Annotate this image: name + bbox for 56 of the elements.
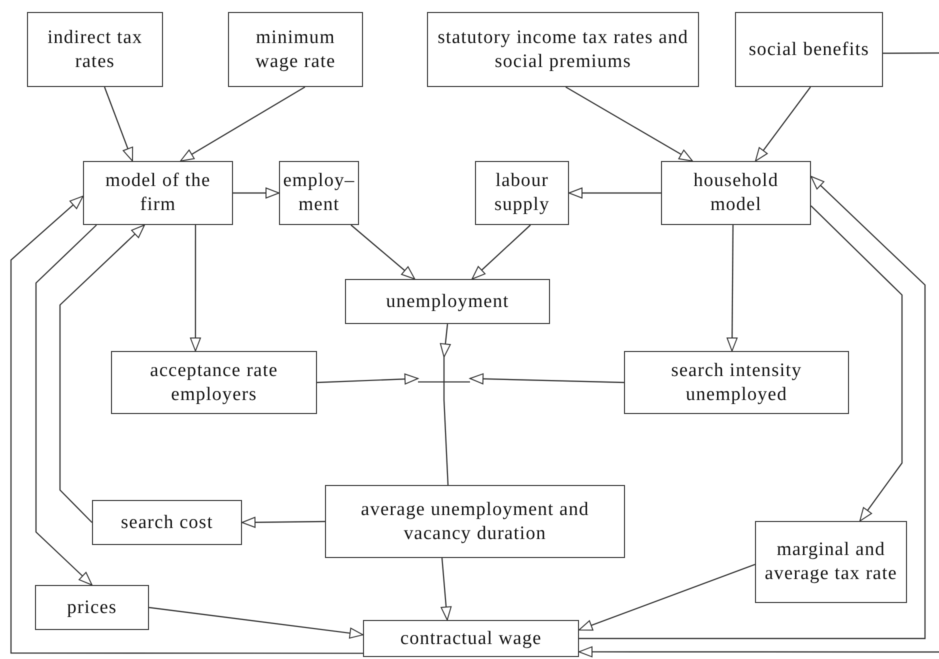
- node-label: average unemployment and vacancy duration: [360, 498, 590, 546]
- process-box: [35, 585, 149, 630]
- process-box: [83, 161, 233, 225]
- process-box: [345, 279, 550, 324]
- arrow: [754, 86, 811, 162]
- arrow: [240, 516, 325, 528]
- line-junction: [418, 357, 470, 400]
- arrow: [104, 86, 134, 162]
- node-label: household model: [692, 169, 780, 217]
- node-label: social benefits: [748, 38, 870, 62]
- arrow: [578, 564, 756, 631]
- node-label: search cost: [120, 510, 214, 534]
- process-box: [111, 351, 317, 414]
- process-box: [27, 12, 163, 87]
- process-box: [661, 161, 811, 225]
- node-label: marginal and average tax rate: [764, 538, 898, 586]
- node-label: prices: [67, 596, 117, 620]
- process-box: [735, 12, 883, 87]
- arrow: [810, 205, 903, 522]
- arrow: [35, 224, 97, 586]
- process-box: [228, 12, 363, 87]
- node-label: labour supply: [493, 169, 551, 217]
- arrow: [468, 373, 624, 385]
- node-label: search intensity unemployed: [670, 358, 803, 406]
- arrow: [59, 224, 146, 523]
- node-label: statutory income tax rates and social premiums: [436, 26, 690, 74]
- arrow: [233, 187, 280, 199]
- arrow: [565, 86, 694, 162]
- arrow: [316, 373, 420, 385]
- arrow: [179, 86, 306, 162]
- node-label: model of the firm: [104, 169, 212, 217]
- process-box: [279, 161, 359, 225]
- process-box: [92, 500, 242, 545]
- process-box: [624, 351, 849, 414]
- arrow: [10, 195, 363, 654]
- node-label: contractual wage: [400, 626, 542, 650]
- arrow: [578, 646, 939, 658]
- node-label: employ– ment: [283, 169, 355, 217]
- node-label: acceptance rate employers: [149, 358, 279, 406]
- arrow: [726, 225, 738, 352]
- arrow: [190, 225, 202, 352]
- arrow: [471, 224, 531, 280]
- node-label: indirect tax rates: [46, 26, 144, 74]
- arrow: [440, 324, 452, 358]
- process-box: [475, 161, 569, 225]
- arrow: [350, 224, 416, 280]
- arrow: [568, 187, 661, 199]
- process-box: [427, 12, 699, 87]
- process-box: [363, 620, 579, 657]
- arrow: [440, 558, 452, 622]
- process-box: [325, 485, 625, 558]
- node-label: unemployment: [386, 290, 510, 314]
- arrow: [148, 606, 364, 639]
- process-box: [755, 521, 907, 603]
- node-label: minimum wage rate: [254, 26, 337, 74]
- arrow: [579, 175, 926, 640]
